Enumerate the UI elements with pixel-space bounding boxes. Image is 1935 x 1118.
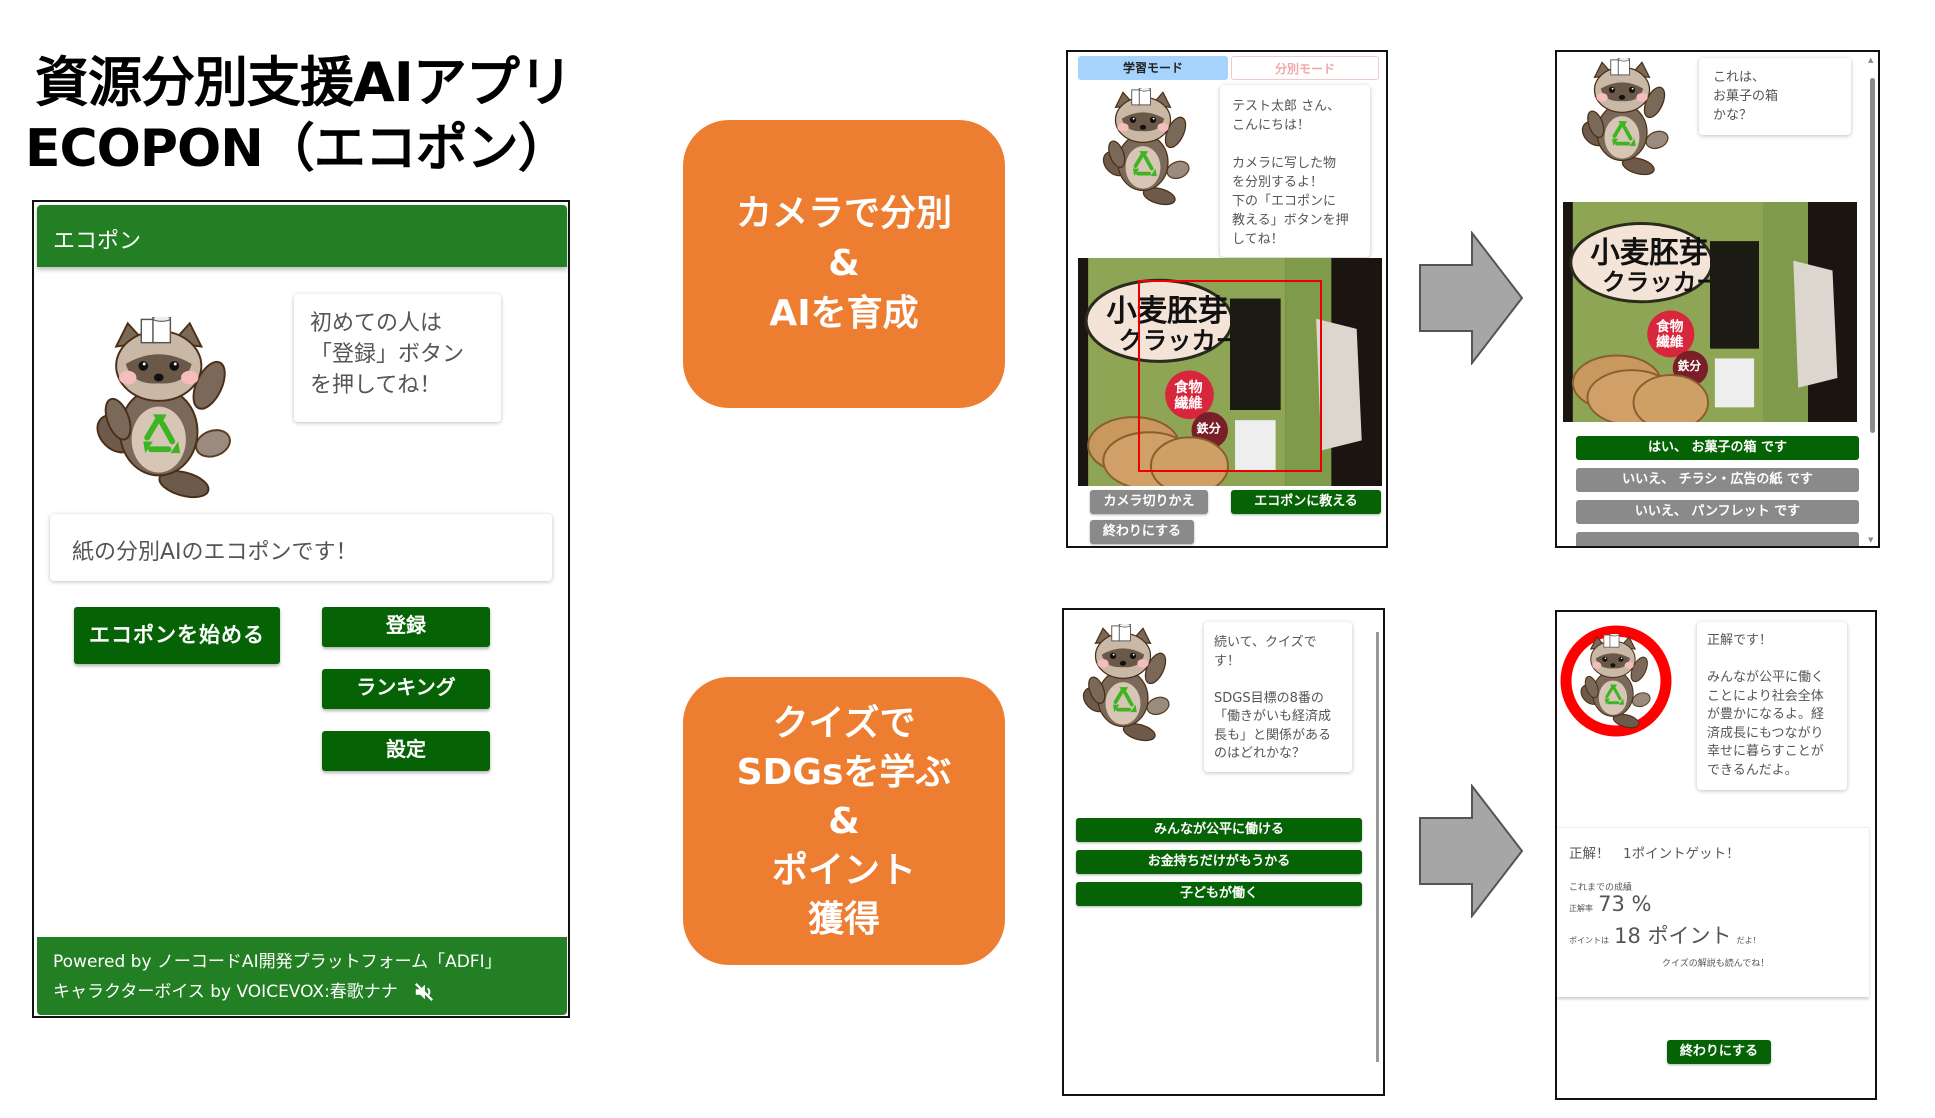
quiz-screen: 続いて、クイズで す！ SDGS目標の8番の 「働きがいも経済成 長も」と関係が… xyxy=(1062,608,1385,1096)
speech-bubble: 正解です！ みんなが公平に働く ことにより社会全体 が豊かになるよ。経 済成長に… xyxy=(1697,622,1847,790)
scroll-up-icon[interactable]: ▲ xyxy=(1868,56,1874,64)
answer-yes-button[interactable]: はい、 お菓子の箱 です xyxy=(1576,436,1859,460)
tanuki-mascot-icon xyxy=(1098,88,1198,208)
speech-bubble: テスト太郎 さん、 こんにちは！ カメラに写した物 を分別するよ！ 下の「エコポ… xyxy=(1220,85,1370,257)
accuracy-label: 正解率 xyxy=(1569,904,1593,913)
scrollbar[interactable]: ▲ ▼ xyxy=(1866,56,1876,544)
correct-circle-icon xyxy=(1560,625,1672,737)
result-screen: 正解です！ みんなが公平に働く ことにより社会全体 が豊かになるよ。経 済成長に… xyxy=(1555,610,1877,1100)
app-title: エコポン xyxy=(53,229,142,254)
points-row: ポイントは 18 ポイント だよ！ xyxy=(1569,920,1761,950)
powered-by-text: Powered by ノーコードAI開発プラットフォーム「ADFI」 xyxy=(53,952,502,972)
accuracy-row: 正解率 73 % xyxy=(1569,892,1651,916)
speech-bubble: 初めての人は「登録」ボタンを押してね！ xyxy=(294,294,501,422)
points-label: ポイントは xyxy=(1569,936,1609,945)
start-button[interactable]: エコポンを始める xyxy=(74,607,280,664)
feature-line: & xyxy=(828,243,860,284)
captured-photo xyxy=(1563,202,1857,422)
points-value: 18 ポイント xyxy=(1614,924,1732,948)
speech-bubble: 続いて、クイズで す！ SDGS目標の8番の 「働きがいも経済成 長も」と関係が… xyxy=(1204,622,1352,772)
answer-flyer-button[interactable]: いいえ、 チラシ・広告の紙 です xyxy=(1576,468,1859,492)
feature-line: & xyxy=(828,800,860,842)
page-title-line2: ECOPON（エコポン） xyxy=(25,119,570,179)
hint-text: クイズの解説も読んでね！ xyxy=(1662,959,1770,969)
end-button[interactable]: 終わりにする xyxy=(1667,1040,1771,1064)
quiz-option-button[interactable]: みんなが公平に働ける xyxy=(1076,818,1362,842)
camera-screen: 学習モード 分別モード テスト太郎 さん、 こんにちは！ カメラに写した物 を分… xyxy=(1066,50,1388,548)
arrow-right-icon xyxy=(1419,231,1524,365)
speaker-muted-icon[interactable] xyxy=(413,982,435,1002)
feature-line: ポイント xyxy=(771,849,916,891)
tanuki-mascot-icon xyxy=(1577,58,1677,178)
tanuki-mascot-icon xyxy=(1078,624,1178,744)
points-suffix: だよ！ xyxy=(1736,936,1761,945)
feature-line: 獲得 xyxy=(807,898,880,940)
feature-line: AIを育成 xyxy=(769,293,919,334)
voice-credit-text: キャラクターボイス by VOICEVOX:春歌ナナ xyxy=(53,982,398,1002)
register-button[interactable]: 登録 xyxy=(322,607,490,647)
correct-circle xyxy=(1560,624,1672,739)
tab-sorting-mode[interactable]: 分別モード xyxy=(1231,56,1379,80)
answer-more-button[interactable] xyxy=(1576,532,1859,546)
feature-sdgs-quiz: クイズで SDGsを学ぶ & ポイント 獲得 xyxy=(683,677,1005,965)
scroll-down-icon[interactable]: ▼ xyxy=(1868,536,1874,544)
switch-camera-button[interactable]: カメラ切りかえ xyxy=(1090,490,1208,514)
end-button[interactable]: 終わりにする xyxy=(1090,520,1194,544)
feature-line: カメラで分別 xyxy=(735,193,952,234)
score-card: 正解！ 1ポイントゲット！ これまでの成績 正解率 73 % ポイントは 18 … xyxy=(1557,827,1869,997)
camera-preview xyxy=(1078,258,1382,486)
app-header: エコポン xyxy=(37,205,567,267)
accuracy-value: 73 % xyxy=(1598,892,1652,916)
settings-button[interactable]: 設定 xyxy=(322,731,490,771)
feature-line: クイズで xyxy=(772,702,916,744)
answer-pamphlet-button[interactable]: いいえ、 パンフレット です xyxy=(1576,500,1859,524)
tab-learning-mode[interactable]: 学習モード xyxy=(1078,56,1228,80)
feature-line: SDGsを学ぶ xyxy=(736,751,952,793)
arrow-right-icon xyxy=(1419,784,1524,918)
ranking-button[interactable]: ランキング xyxy=(322,669,490,709)
app-description: 紙の分別AIのエコポンです！ xyxy=(50,514,552,581)
speech-bubble: これは、 お菓子の箱 かな？ xyxy=(1699,58,1851,135)
cracker-box-image xyxy=(1563,202,1857,422)
scrollbar[interactable] xyxy=(1376,632,1379,1062)
footer: Powered by ノーコードAI開発プラットフォーム「ADFI」 キャラクタ… xyxy=(37,937,567,1015)
result-text: 正解！ 1ポイントゲット！ xyxy=(1569,846,1740,862)
feature-camera-sorting: カメラで分別 & AIを育成 xyxy=(683,120,1005,408)
detection-box xyxy=(1138,280,1322,472)
classify-screen: これは、 お菓子の箱 かな？ はい、 お菓子の箱 です いいえ、 チラシ・広告の… xyxy=(1555,50,1880,548)
tanuki-mascot-icon xyxy=(89,317,244,502)
quiz-option-button[interactable]: 子どもが働く xyxy=(1076,882,1362,906)
page-title-line1: 資源分別支援AIアプリ xyxy=(35,51,573,114)
history-label: これまでの成績 xyxy=(1569,883,1633,893)
home-screen: エコポン 初めての人は「登録」ボタンを押してね！ 紙の分別AIのエコポンです！ … xyxy=(32,200,570,1018)
scrollbar-thumb[interactable] xyxy=(1870,78,1875,433)
quiz-option-button[interactable]: お金持ちだけがもうかる xyxy=(1076,850,1362,874)
teach-ecopon-button[interactable]: エコポンに教える xyxy=(1231,490,1381,514)
